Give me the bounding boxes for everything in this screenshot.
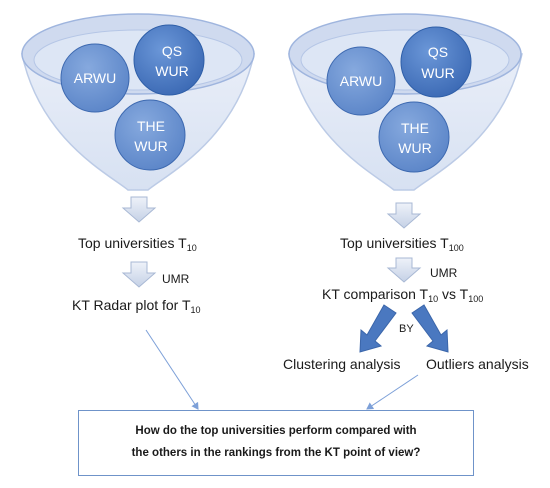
left-down-arrow-2 <box>121 261 157 288</box>
split-arrow-left <box>359 304 397 353</box>
left-step2-label: KT Radar plot for T10 <box>72 297 201 315</box>
right-down-arrow-1 <box>386 202 422 229</box>
left-bubble-arwu <box>60 43 130 113</box>
right-step1-label: Top universities T100 <box>340 235 464 253</box>
left-bubble-the-label-2: WUR <box>134 138 167 154</box>
left-bubble-qs-label-1: QS <box>162 43 182 59</box>
left-umr-label: UMR <box>162 272 190 286</box>
right-bubble-the <box>378 101 450 173</box>
right-bubble-the-label-2: WUR <box>398 140 431 156</box>
research-question-line-1: How do the top universities perform comp… <box>135 425 417 437</box>
split-arrow-right <box>411 304 449 353</box>
left-bubble-qs <box>133 24 205 96</box>
left-funnel: ARWU QS WUR THE WUR <box>21 13 255 191</box>
right-funnel: ARWU QS WUR THE WUR <box>288 13 523 191</box>
right-umr-label: UMR <box>430 266 458 280</box>
left-connector-line <box>145 329 199 410</box>
right-bubble-qs-label-2: WUR <box>421 65 454 81</box>
outliers-analysis-label: Outliers analysis <box>426 356 529 372</box>
clustering-analysis-label: Clustering analysis <box>283 356 401 372</box>
right-bubble-qs-label-1: QS <box>428 44 448 60</box>
left-bubble-qs-label-2: WUR <box>155 63 188 79</box>
left-bubble-the-label-1: THE <box>137 118 165 134</box>
right-bubble-arwu <box>326 46 396 116</box>
left-bubble-arwu-label: ARWU <box>74 70 117 86</box>
right-bubble-qs <box>400 26 472 98</box>
left-step1-label: Top universities T10 <box>78 235 197 253</box>
research-question-box: How do the top universities perform comp… <box>78 410 474 476</box>
split-by-label: BY <box>399 323 414 335</box>
left-down-arrow-1 <box>121 196 157 223</box>
right-connector-line <box>366 374 419 410</box>
left-bubble-the <box>114 99 186 171</box>
right-bubble-arwu-label: ARWU <box>340 73 383 89</box>
right-down-arrow-2 <box>386 257 422 283</box>
right-step2-label: KT comparison T10 vs T100 <box>322 286 484 304</box>
research-question-line-2: the others in the rankings from the KT p… <box>131 447 421 459</box>
right-bubble-the-label-1: THE <box>401 120 429 136</box>
